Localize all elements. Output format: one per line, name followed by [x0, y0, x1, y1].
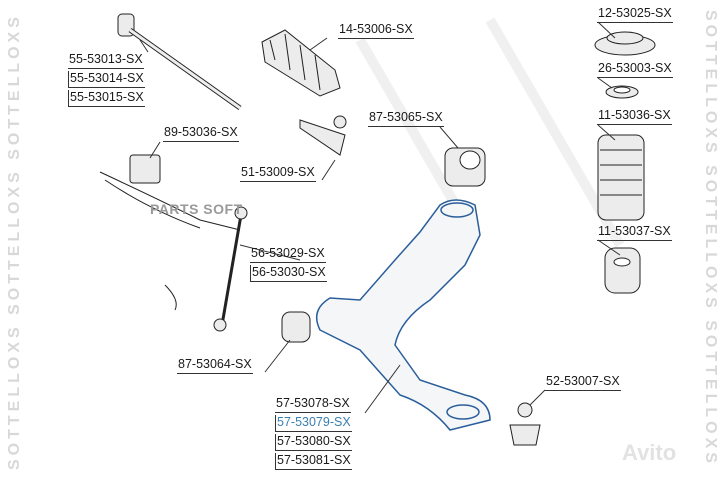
- watermark-diagonal-stripes: [355, 17, 625, 248]
- part-label[interactable]: 55-53014-SX: [68, 71, 145, 88]
- parts-soft-watermark: PARTS SOFT: [150, 201, 243, 217]
- part-label-highlighted[interactable]: 57-53079-SX: [275, 415, 352, 432]
- steering-boot-part: [261, 29, 341, 97]
- tie-rod-end-part: [299, 115, 347, 156]
- dust-boot-part: [597, 134, 645, 221]
- strut-mount-part: [594, 31, 656, 56]
- control-arm-part: [315, 199, 491, 431]
- part-label[interactable]: 11-53036-SX: [597, 108, 672, 125]
- avito-watermark: Avito: [622, 440, 677, 465]
- part-label[interactable]: 57-53078-SX: [275, 396, 351, 413]
- part-label[interactable]: 87-53064-SX: [177, 357, 253, 374]
- stabilizer-bar-part: [99, 171, 241, 311]
- tie-rod-part: [117, 13, 242, 111]
- part-label[interactable]: 89-53036-SX: [163, 125, 239, 142]
- part-label[interactable]: 55-53015-SX: [68, 90, 145, 107]
- part-label[interactable]: 26-53003-SX: [597, 61, 673, 78]
- bearing-part: [605, 85, 639, 99]
- part-label[interactable]: 57-53080-SX: [275, 434, 352, 451]
- part-label[interactable]: 87-53065-SX: [368, 110, 444, 127]
- part-label[interactable]: 14-53006-SX: [338, 22, 414, 39]
- bump-stop-part: [604, 247, 641, 294]
- bushing-part: [444, 147, 486, 187]
- leader-lines: [139, 21, 621, 414]
- part-label[interactable]: 11-53037-SX: [597, 224, 672, 241]
- part-label[interactable]: 56-53029-SX: [250, 246, 326, 263]
- part-label[interactable]: 51-53009-SX: [240, 165, 316, 182]
- stabilizer-bushing-part: [129, 154, 161, 184]
- stabilizer-link-part: [213, 206, 248, 332]
- part-label[interactable]: 12-53025-SX: [597, 6, 673, 23]
- part-label[interactable]: 57-53081-SX: [275, 453, 352, 470]
- front-bushing-part: [281, 311, 311, 343]
- part-label[interactable]: 56-53030-SX: [250, 265, 327, 282]
- part-label[interactable]: 52-53007-SX: [545, 374, 621, 391]
- ball-joint-part: [509, 402, 541, 446]
- part-label[interactable]: 55-53013-SX: [68, 52, 144, 69]
